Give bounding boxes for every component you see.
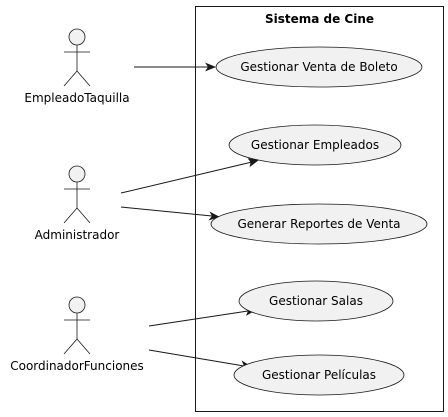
usecase-gestionar-peliculas: Gestionar Películas xyxy=(233,354,405,396)
actor-figure-icon xyxy=(63,165,91,224)
actor-label: EmpleadoTaquilla xyxy=(24,91,129,105)
usecase-gestionar-salas: Gestionar Salas xyxy=(238,280,394,322)
usecase-label: Generar Reportes de Venta xyxy=(237,217,400,231)
actor-figure-icon xyxy=(63,28,91,87)
actor-label: Administrador xyxy=(35,228,120,242)
association-admin-empleados xyxy=(120,158,259,194)
usecase-gestionar-venta-de-boleto: Gestionar Venta de Boleto xyxy=(215,46,423,88)
usecase-gestionar-empleados: Gestionar Empleados xyxy=(228,124,402,166)
usecase-label: Gestionar Películas xyxy=(262,368,376,382)
system-title: Sistema de Cine xyxy=(265,12,374,26)
association-admin-reportes xyxy=(120,206,220,221)
actor-coordinador-funciones: CoordinadorFunciones xyxy=(10,296,144,373)
association-coord-peliculas xyxy=(148,349,252,371)
usecase-label: Gestionar Venta de Boleto xyxy=(240,60,397,74)
association-coord-salas xyxy=(148,307,256,327)
usecase-generar-reportes-de-venta: Generar Reportes de Venta xyxy=(210,203,428,245)
actor-empleado-taquilla: EmpleadoTaquilla xyxy=(24,28,130,105)
actor-figure-icon xyxy=(63,296,91,355)
usecase-label: Gestionar Empleados xyxy=(251,138,379,152)
actor-label: CoordinadorFunciones xyxy=(10,359,144,373)
association-empleado-venta xyxy=(134,62,216,72)
system-boundary-rect xyxy=(195,6,444,412)
system-boundary: Sistema de Cine xyxy=(195,6,444,412)
actor-administrador: Administrador xyxy=(35,165,120,242)
usecase-label: Gestionar Salas xyxy=(269,294,363,308)
